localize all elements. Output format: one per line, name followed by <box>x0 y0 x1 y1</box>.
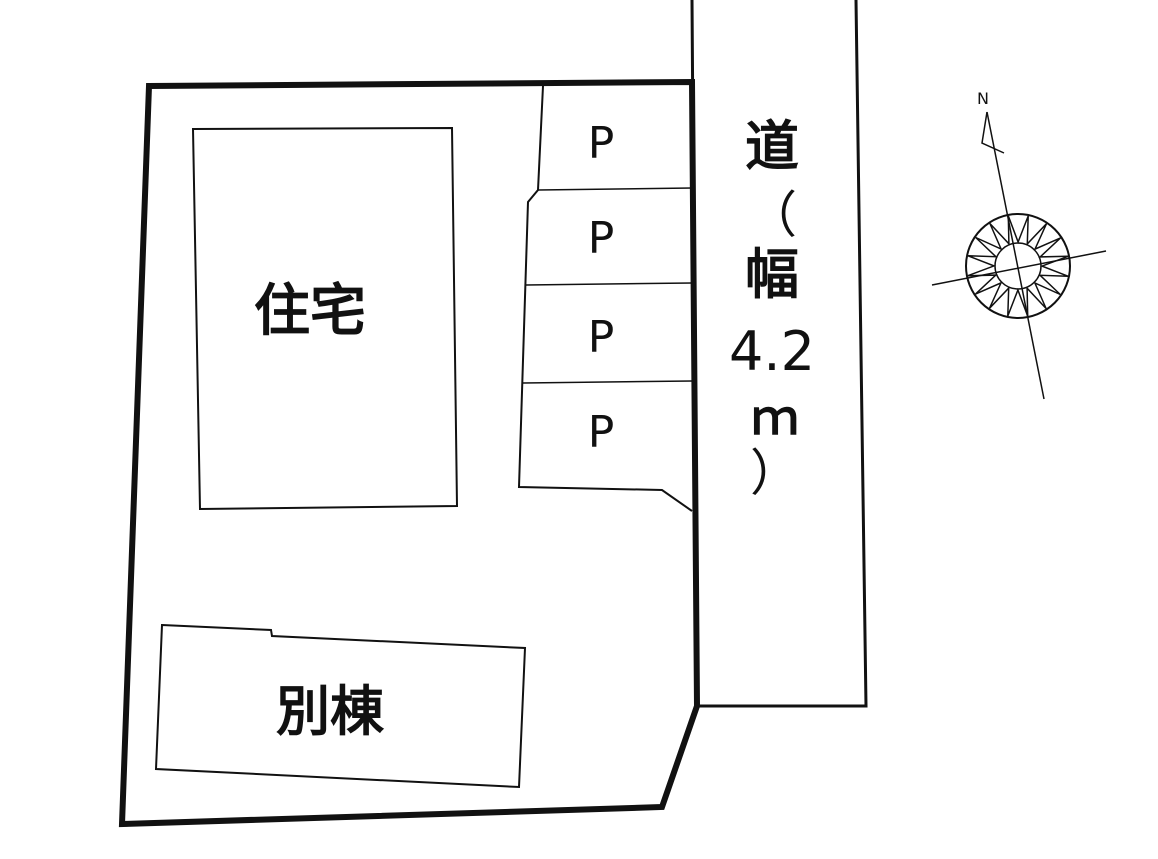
parking-divider <box>537 187 693 191</box>
compass-ew-axis <box>931 250 1107 286</box>
compass-rose: N <box>931 89 1107 400</box>
north-label: N <box>977 89 989 108</box>
parking-space-label: P <box>588 407 615 458</box>
annex-outline <box>154 623 527 789</box>
compass-outer-ring <box>965 213 1071 319</box>
north-arrow-icon <box>981 111 1005 154</box>
parking-outline <box>517 85 693 512</box>
compass-ns-axis <box>986 111 1045 400</box>
road-label-char: （ <box>747 186 797 244</box>
road-label-char: ） <box>750 444 800 502</box>
road-label-char: 幅 <box>745 242 799 306</box>
parking-space-label: P <box>588 312 615 363</box>
road: 道 （ 幅 4.2 ｍ ） <box>690 0 868 708</box>
house-outline <box>191 126 459 511</box>
road-label-char: ｍ <box>751 390 799 446</box>
parking-divider <box>525 282 693 286</box>
annex: 別棟 <box>154 623 527 789</box>
parking-space-label: P <box>588 118 615 169</box>
parking-area: P P P P <box>517 85 693 512</box>
parking-divider <box>522 380 693 384</box>
parking-space-label: P <box>588 213 615 264</box>
compass-star-icon <box>967 215 1069 317</box>
annex-label: 別棟 <box>276 679 385 743</box>
road-label-char: 道 <box>745 114 799 178</box>
house: 住宅 <box>191 126 459 511</box>
lot-boundary <box>118 78 701 828</box>
road-label-char: 4.2 <box>729 320 815 383</box>
house-label: 住宅 <box>254 278 366 344</box>
